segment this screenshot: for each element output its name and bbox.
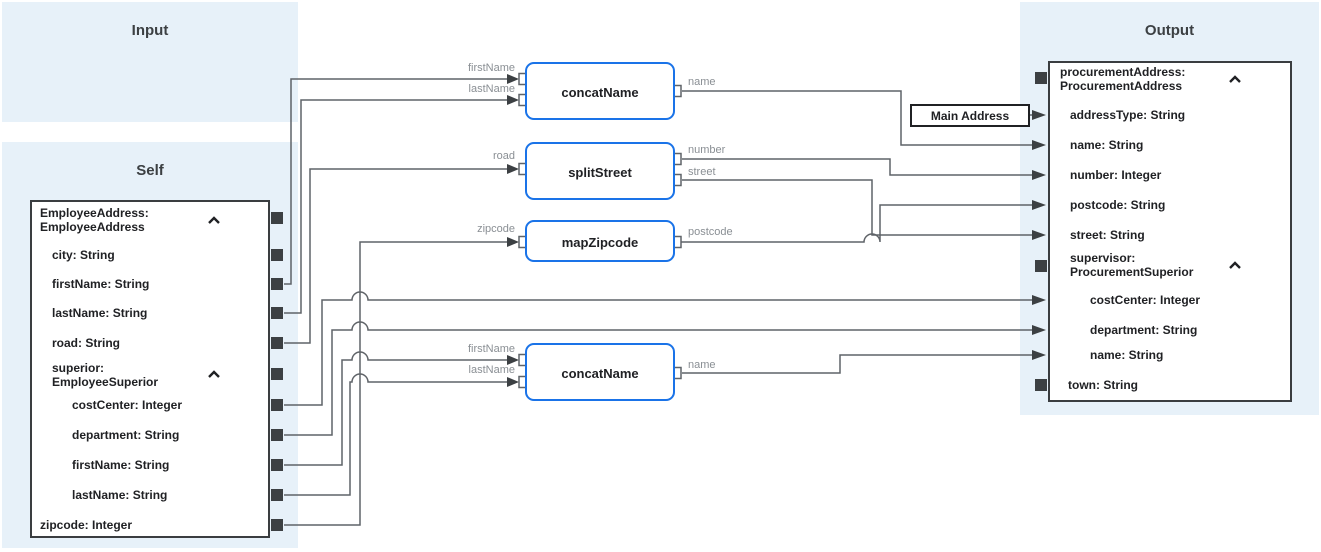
constant-main-address[interactable]: Main Address xyxy=(910,104,1030,127)
port-label-firstname: firstName xyxy=(467,62,515,74)
collapse-chevron-icon[interactable] xyxy=(207,370,221,379)
input-panel: Input xyxy=(2,2,298,122)
connector-sup-costcenter[interactable] xyxy=(271,399,283,411)
connector-sup-firstname[interactable] xyxy=(271,459,283,471)
function-concatname-2[interactable]: concatName xyxy=(525,343,675,401)
self-node-header-line2: EmployeeAddress xyxy=(40,220,145,234)
input-panel-title: Input xyxy=(131,22,169,39)
connector-sup-department[interactable] xyxy=(271,429,283,441)
function-name: concatName xyxy=(561,85,639,100)
function-name: mapZipcode xyxy=(561,235,639,250)
port-label-road: road xyxy=(492,150,515,162)
field-street[interactable]: street: String xyxy=(1070,228,1145,242)
group-supervisor-line2[interactable]: ProcurementSuperior xyxy=(1070,265,1194,279)
collapse-chevron-icon[interactable] xyxy=(1228,75,1242,84)
output-panel-title: Output xyxy=(1144,22,1195,39)
field-sup-costcenter-out[interactable]: costCenter: Integer xyxy=(1090,293,1201,307)
field-postcode[interactable]: postcode: String xyxy=(1070,198,1166,212)
arrow-postcode xyxy=(1032,200,1046,210)
output-node-header-line1: procurementAddress: xyxy=(1060,65,1186,79)
field-lastname[interactable]: lastName: String xyxy=(52,306,148,320)
collapse-chevron-icon[interactable] xyxy=(1228,261,1242,270)
collapse-chevron-icon[interactable] xyxy=(207,216,221,225)
connector-employeeaddress[interactable] xyxy=(271,212,283,224)
port-label-name: name xyxy=(688,76,716,88)
arrow-name xyxy=(1032,140,1046,150)
port-label-firstname: firstName xyxy=(467,343,515,355)
field-sup-costcenter[interactable]: costCenter: Integer xyxy=(72,398,183,412)
field-road[interactable]: road: String xyxy=(52,336,120,350)
function-concatname-1[interactable]: concatName xyxy=(525,62,675,120)
connector-superior[interactable] xyxy=(271,368,283,380)
group-supervisor-line1[interactable]: supervisor: xyxy=(1070,251,1136,265)
arrow-street xyxy=(1032,230,1046,240)
arrow-mapzipcode-zipcode xyxy=(507,237,519,247)
arrow-concatname2-lastname xyxy=(507,377,519,387)
port-label-street: street xyxy=(688,166,716,178)
field-zipcode[interactable]: zipcode: Integer xyxy=(40,518,133,532)
wire-road-to-splitstreet[interactable] xyxy=(284,168,507,344)
function-splitstreet[interactable]: splitStreet xyxy=(525,142,675,200)
connector-road[interactable] xyxy=(271,337,283,349)
wire-sup-firstname-to-concatname2[interactable] xyxy=(284,351,507,466)
port-label-lastname: lastName xyxy=(468,83,515,95)
field-number[interactable]: number: Integer xyxy=(1070,168,1162,182)
port-label-zipcode: zipcode xyxy=(477,223,515,235)
wire-concatname1-to-name[interactable] xyxy=(682,90,1032,146)
connector-firstname[interactable] xyxy=(271,278,283,290)
arrow-concatname2-firstname xyxy=(507,355,519,365)
field-sup-lastname[interactable]: lastName: String xyxy=(72,488,168,502)
group-superior-line1[interactable]: superior: xyxy=(52,361,105,375)
arrow-splitstreet-road xyxy=(507,164,519,174)
wire-department-to-output[interactable] xyxy=(284,321,1032,436)
field-out-name[interactable]: name: String xyxy=(1070,138,1144,152)
field-sup-name-out[interactable]: name: String xyxy=(1090,348,1164,362)
arrow-addresstype xyxy=(1032,110,1046,120)
arrow-concatname1-firstname xyxy=(507,74,519,84)
port-label-name: name xyxy=(688,359,716,371)
employeeaddress-node[interactable] xyxy=(30,200,270,538)
field-firstname[interactable]: firstName: String xyxy=(52,277,150,291)
wire-number-to-output[interactable] xyxy=(682,158,1032,176)
field-sup-firstname[interactable]: firstName: String xyxy=(72,458,170,472)
connector-supervisor[interactable] xyxy=(1035,260,1047,272)
field-town[interactable]: town: String xyxy=(1068,378,1138,392)
wire-sup-lastname-to-concatname2[interactable] xyxy=(284,373,507,496)
field-city[interactable]: city: String xyxy=(52,248,115,262)
port-label-lastname: lastName xyxy=(468,364,515,376)
arrow-number xyxy=(1032,170,1046,180)
wire-street-to-output[interactable] xyxy=(682,179,1032,236)
wire-zipcode-to-mapzipcode[interactable] xyxy=(284,241,507,526)
function-name: concatName xyxy=(561,366,639,381)
function-mapzipcode[interactable]: mapZipcode xyxy=(525,220,675,262)
arrow-concatname1-lastname xyxy=(507,95,519,105)
wire-concatname2-to-sup-name[interactable] xyxy=(682,354,1032,374)
group-superior-line2[interactable]: EmployeeSuperior xyxy=(52,375,159,389)
field-sup-department[interactable]: department: String xyxy=(72,428,180,442)
connector-sup-lastname[interactable] xyxy=(271,489,283,501)
wire-lastname-to-concatname1[interactable] xyxy=(284,99,507,314)
field-sup-department-out[interactable]: department: String xyxy=(1090,323,1198,337)
procurementaddress-node[interactable] xyxy=(1048,61,1292,402)
function-name: splitStreet xyxy=(568,165,632,180)
arrow-sup-costcenter xyxy=(1032,295,1046,305)
port-label-postcode: postcode xyxy=(688,226,733,238)
arrow-sup-name xyxy=(1032,350,1046,360)
connector-city[interactable] xyxy=(271,249,283,261)
wire-costcenter-to-output[interactable] xyxy=(284,291,1032,406)
self-node-header-line1: EmployeeAddress: xyxy=(40,206,149,220)
port-label-number: number xyxy=(688,144,726,156)
connector-lastname[interactable] xyxy=(271,307,283,319)
wire-firstname-to-concatname1[interactable] xyxy=(284,78,507,285)
connector-procurementaddress[interactable] xyxy=(1035,72,1047,84)
self-panel-title: Self xyxy=(136,162,164,179)
connector-town[interactable] xyxy=(1035,379,1047,391)
output-node-header-line2: ProcurementAddress xyxy=(1060,79,1183,93)
connector-zipcode[interactable] xyxy=(271,519,283,531)
wire-postcode-to-output[interactable] xyxy=(681,204,1032,243)
arrow-sup-department xyxy=(1032,325,1046,335)
field-addresstype[interactable]: addressType: String xyxy=(1070,108,1186,122)
